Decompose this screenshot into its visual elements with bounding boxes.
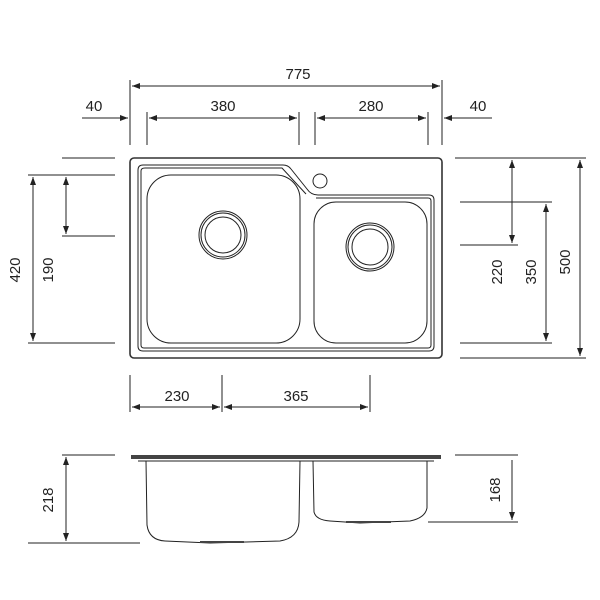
dim-left-drain-from-top: 190 xyxy=(40,257,57,282)
side-extension-lines xyxy=(28,454,518,544)
left-bowl xyxy=(146,174,301,344)
tap-hole xyxy=(312,173,328,189)
right-extension-lines xyxy=(455,157,586,359)
dim-left-bowl-depth: 218 xyxy=(40,487,57,512)
left-extension-lines xyxy=(28,157,115,344)
right-drain xyxy=(345,222,395,272)
dim-drain-spacing: 365 xyxy=(283,388,308,405)
top-dimension-arrows xyxy=(82,83,492,121)
drain-extension-lines xyxy=(129,375,371,412)
dim-left-bowl-length: 420 xyxy=(7,257,24,282)
dim-overall-depth: 500 xyxy=(557,249,574,274)
sink-side-view xyxy=(131,455,441,544)
dim-overall-width: 775 xyxy=(285,66,310,83)
dim-right-margin: 40 xyxy=(470,98,487,115)
dim-left-drain-offset: 230 xyxy=(164,388,189,405)
dim-right-bowl-length: 350 xyxy=(523,259,540,284)
dim-right-bowl-depth: 168 xyxy=(487,477,504,502)
sink-plan-view xyxy=(129,157,443,359)
left-drain xyxy=(198,210,248,260)
dim-left-margin: 40 xyxy=(86,98,103,115)
dim-right-drain-from-top: 220 xyxy=(489,259,506,284)
inner-rim xyxy=(137,164,435,352)
dim-right-bowl-width: 280 xyxy=(358,98,383,115)
top-extension-lines xyxy=(129,80,443,145)
right-bowl xyxy=(313,201,428,344)
dim-left-bowl-width: 380 xyxy=(210,98,235,115)
